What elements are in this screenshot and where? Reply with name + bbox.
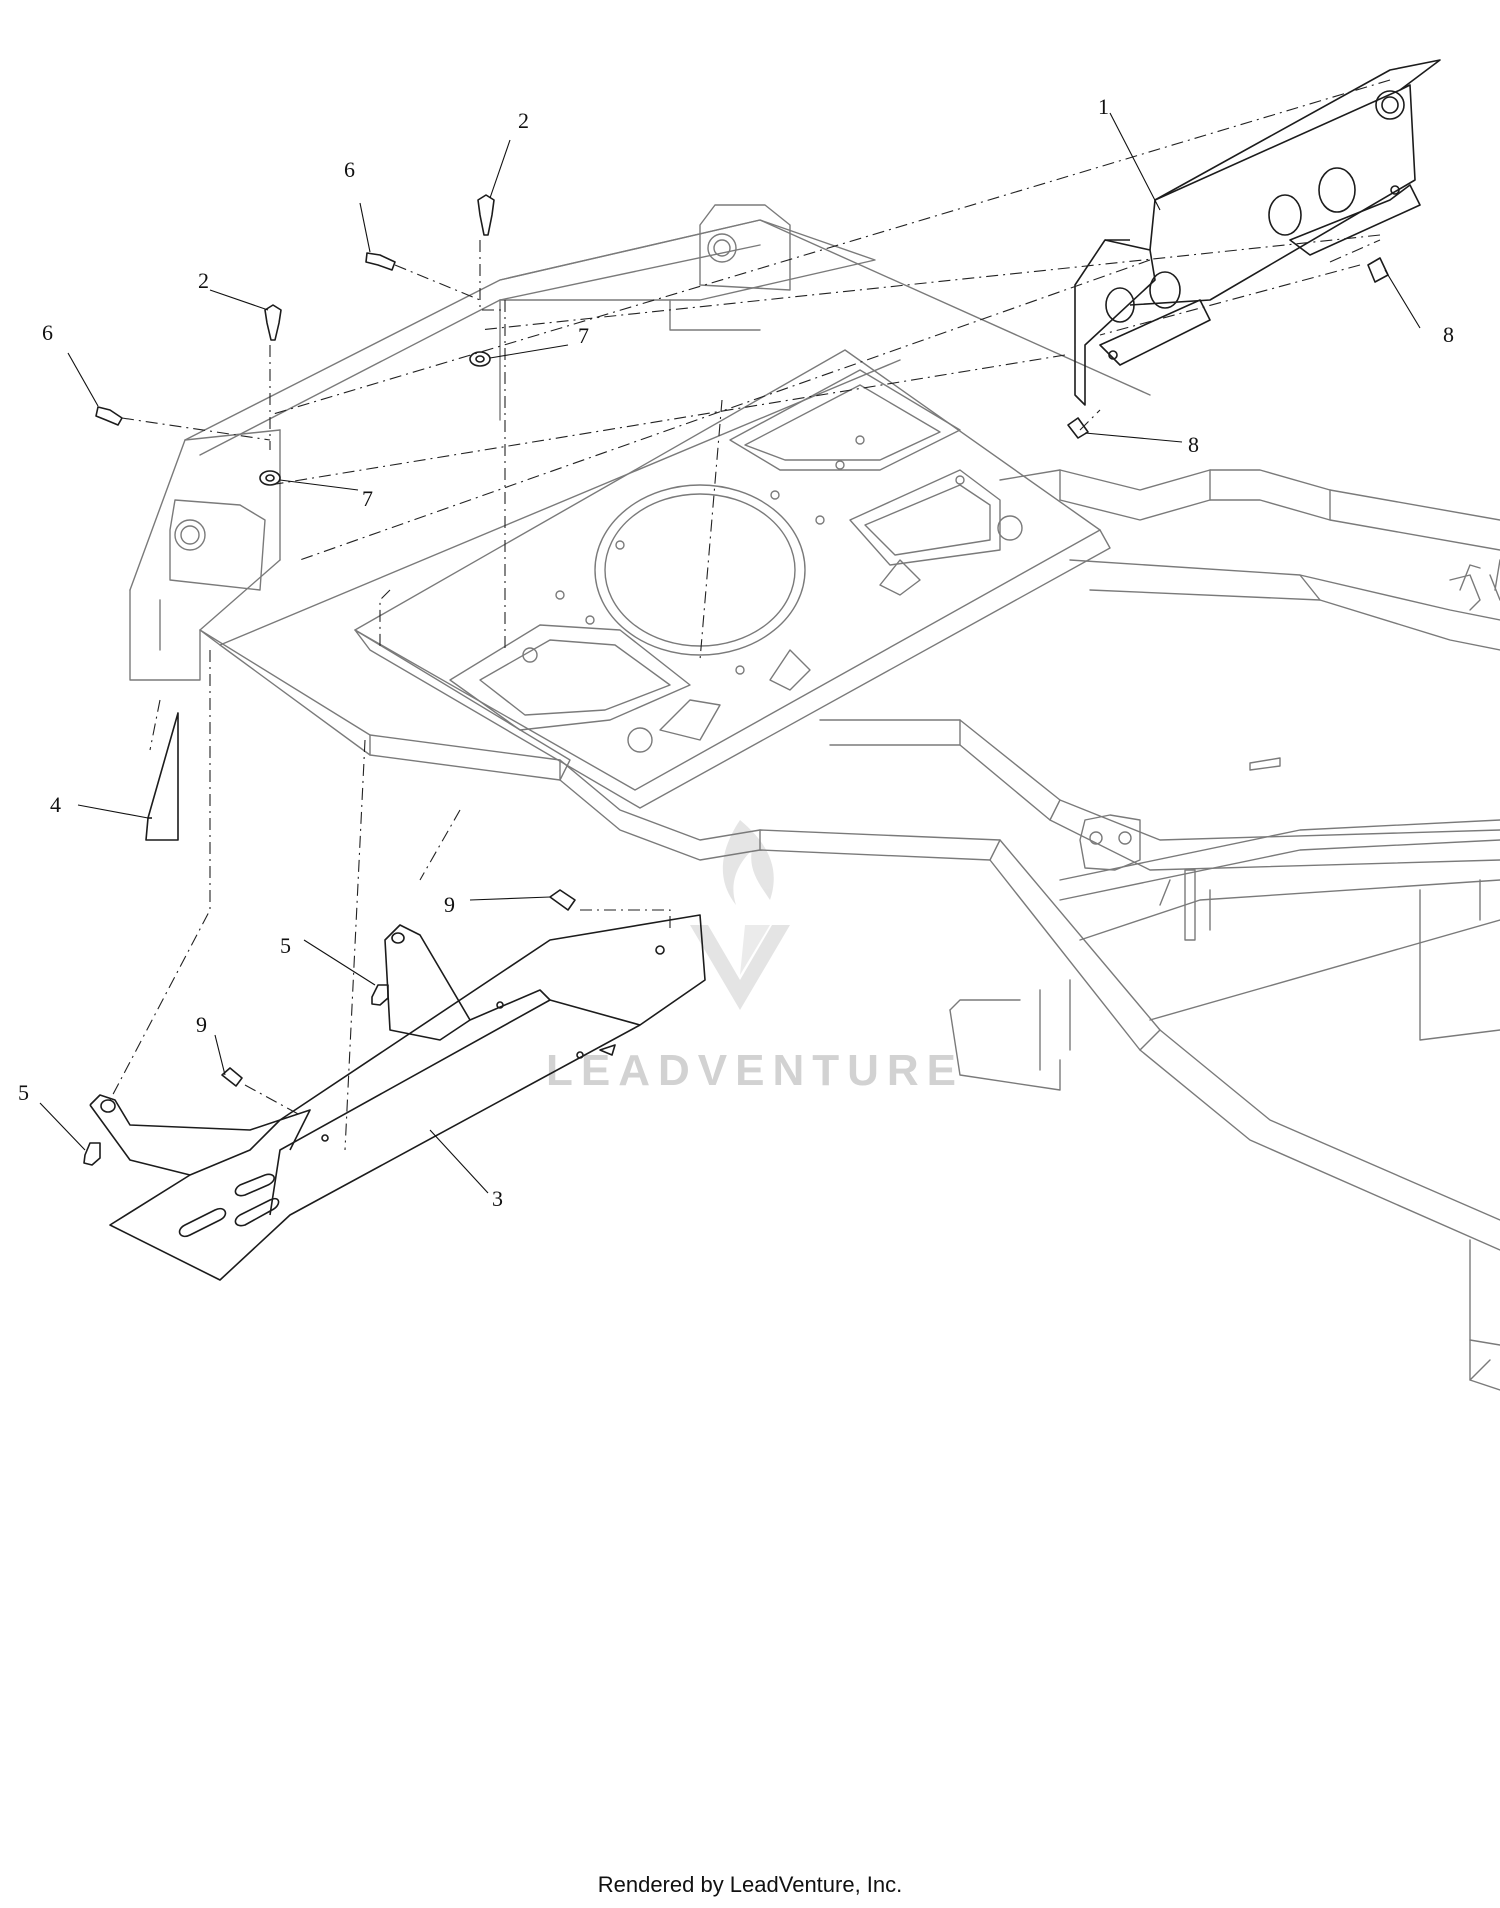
part-1-shield [1074,59,1441,406]
callout-1: 1 [1098,94,1109,119]
callout-7: 7 [362,486,373,511]
callout-9: 9 [196,1012,207,1037]
callout-5: 5 [280,933,291,958]
main-frame [129,204,1500,1391]
callout-7: 7 [578,323,589,348]
leader-lines [39,112,1421,1194]
watermark-text: LEADVENTURE [546,1046,964,1095]
callout-5: 5 [18,1080,29,1105]
callout-9: 9 [444,892,455,917]
callout-3: 3 [492,1186,503,1211]
part-3-guard [89,914,706,1281]
callout-4: 4 [50,792,61,817]
callout-6: 6 [344,157,355,182]
callout-numbers: 1 2 2 3 4 5 5 6 6 7 7 8 8 9 9 [18,94,1454,1211]
hardware [83,194,1389,1166]
footer-credit: Rendered by LeadVenture, Inc. [597,1872,903,1897]
watermark-logo [690,820,790,1010]
assembly-lines [109,79,1391,1151]
callout-8: 8 [1443,322,1454,347]
part-4-wedge [145,712,179,841]
callout-6: 6 [42,320,53,345]
callout-8: 8 [1188,432,1199,457]
callout-2: 2 [198,268,209,293]
callout-2: 2 [518,108,529,133]
